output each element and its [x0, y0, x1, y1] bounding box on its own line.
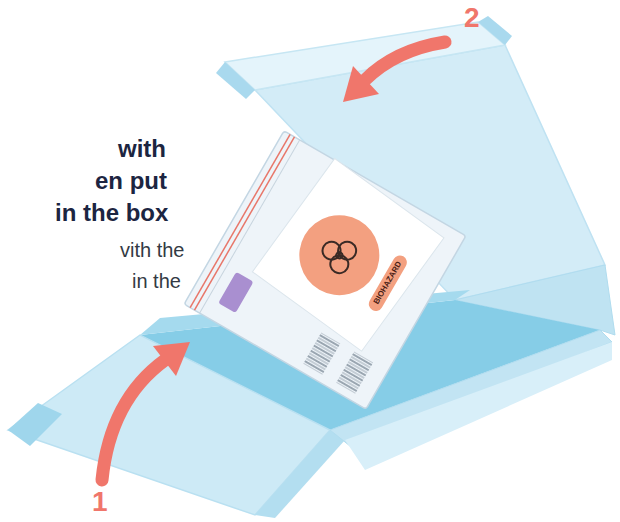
body-line: in the — [132, 271, 181, 291]
heading-line: with — [118, 137, 166, 161]
heading-line: en put — [95, 169, 167, 193]
flap-tab — [8, 403, 62, 446]
front-wall — [345, 342, 612, 470]
arrow-head — [153, 342, 190, 376]
heading-line: in the box — [55, 201, 168, 225]
flap-edge — [255, 430, 345, 518]
bag-tag-text: BIOHAZARD — [373, 260, 404, 306]
lid-tab — [478, 16, 512, 45]
callout-number: 1 — [92, 488, 108, 516]
front-wall — [330, 330, 612, 446]
biohazard-bag — [184, 130, 467, 409]
body-line: vith the — [120, 240, 184, 260]
fold-arrow — [365, 42, 445, 80]
lid-tab — [216, 62, 255, 99]
arrow-head — [343, 66, 379, 102]
fold-arrow — [102, 360, 165, 480]
callout-number: 2 — [464, 4, 480, 32]
